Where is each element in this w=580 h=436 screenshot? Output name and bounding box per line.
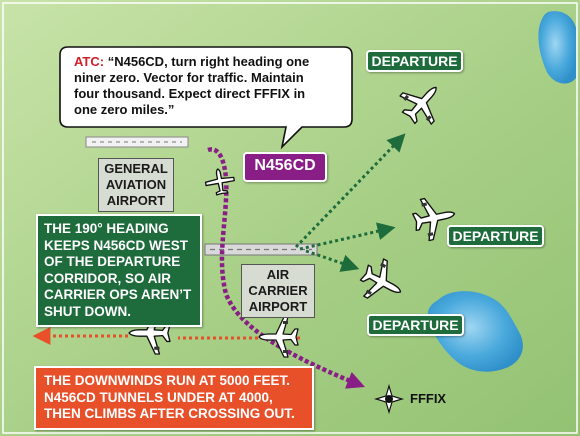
downwind-note: THE DOWNWINDS RUN AT 5000 FEET. N456CD T… [34, 366, 314, 430]
atc-line-3: four thousand. Expect direct FFFIX in [74, 86, 306, 101]
atc-prefix: ATC: [74, 54, 105, 69]
departure-arrow-northeast [294, 133, 406, 249]
atc-line-2: niner zero. Vector for traffic. Maintain [74, 70, 304, 85]
n456cd-route [207, 147, 366, 389]
departure-arrow-east [299, 222, 396, 251]
downwind-note-line-2: N456CD TUNNELS UNDER AT 4000, [44, 389, 273, 405]
atc-speech-text: ATC: “N456CD, turn right heading one nin… [74, 54, 346, 118]
lake-lower [427, 291, 523, 372]
ga-label-line-3: AIRPORT [106, 193, 166, 208]
heading-note-line-3: OF THE DEPARTURE [44, 254, 181, 269]
ga-label-line-2: AVIATION [105, 177, 167, 192]
callsign-tag: N456CD [243, 152, 327, 182]
departure-arrow-southeast [305, 249, 360, 272]
departure-tag-middle: DEPARTURE [447, 225, 544, 247]
heading-note-line-6: SHUT DOWN. [44, 303, 131, 319]
departure-arrows [294, 133, 406, 272]
lake-upper [538, 11, 576, 84]
air-carrier-airport-label: AIR CARRIER AIRPORT [241, 264, 315, 318]
fffix-waypoint-icon [373, 383, 405, 415]
departure-tag-top: DEPARTURE [366, 50, 463, 72]
downwind-note-line-1: THE DOWNWINDS RUN AT 5000 FEET. [44, 373, 291, 388]
heading-note: THE 190° HEADING KEEPS N456CD WEST OF TH… [36, 214, 202, 327]
atc-line-1: “N456CD, turn right heading one [107, 54, 310, 69]
ac-label-line-1: AIR [266, 267, 290, 282]
ga-label-line-1: GENERAL [104, 161, 168, 176]
fffix-label: FFFIX [410, 391, 447, 406]
ac-label-line-3: AIRPORT [248, 299, 308, 314]
air-carrier-runway [204, 243, 318, 256]
heading-note-line-5: CARRIER OPS AREN’T [44, 287, 192, 302]
atc-speech-bubble-shape [59, 46, 353, 150]
departure-tag-bottom: DEPARTURE [367, 314, 464, 336]
heading-note-line-2: KEEPS N456CD WEST [44, 237, 189, 253]
heading-note-line-1: THE 190° HEADING [44, 221, 169, 236]
ac-label-line-2: CARRIER [248, 283, 308, 298]
atc-line-4: one zero miles.” [74, 102, 175, 117]
general-aviation-airport-label: GENERAL AVIATION AIRPORT [98, 158, 174, 212]
heading-note-line-4: CORRIDOR, SO AIR [44, 270, 172, 286]
general-aviation-runway [85, 136, 189, 148]
downwind-note-line-3: THEN CLIMBS AFTER CROSSING OUT. [44, 406, 295, 421]
